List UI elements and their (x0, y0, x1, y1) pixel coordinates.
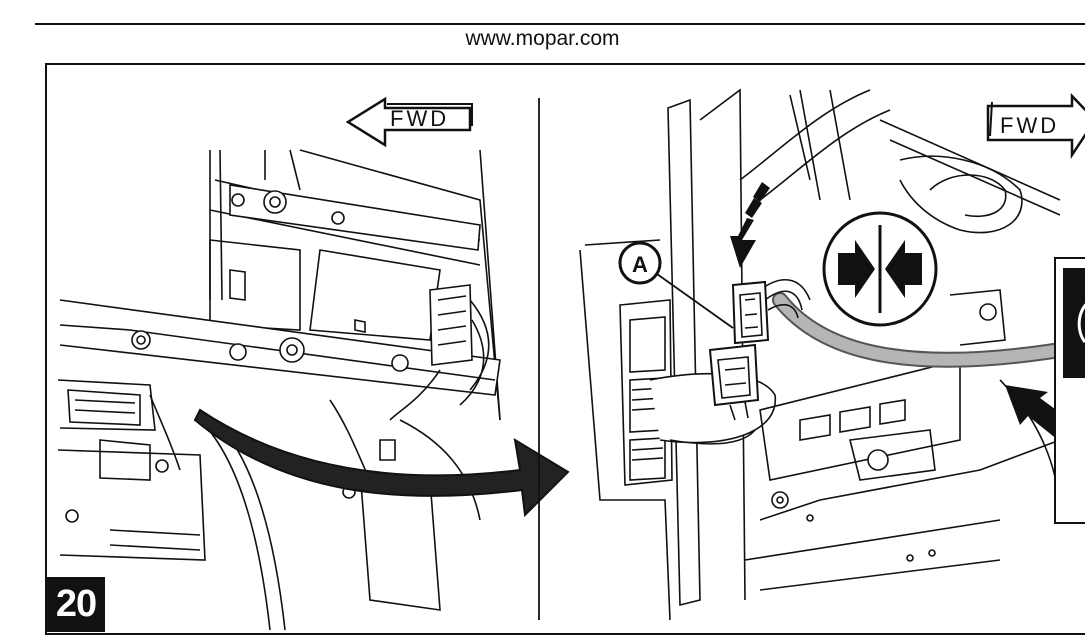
site-url: www.mopar.com (465, 27, 620, 50)
inset-detail-box (1054, 257, 1085, 524)
header-rule (35, 23, 1085, 25)
callout-a-letter: A (632, 252, 648, 277)
fwd-arrow-right: FWD (986, 92, 1085, 160)
step-number-badge: 20 (47, 577, 105, 632)
pointer-arrow (1005, 385, 1070, 440)
fwd-label-left: FWD (390, 106, 449, 131)
mate-connectors-icon (822, 211, 938, 327)
fwd-label-right: FWD (1000, 113, 1059, 138)
insertion-direction-arrow (730, 182, 770, 268)
left-detail-view (57, 149, 501, 631)
transfer-arrow (193, 408, 570, 518)
fwd-arrow-left: FWD (345, 96, 473, 148)
callout-a: A (618, 241, 734, 329)
right-detail-view (579, 88, 1068, 621)
